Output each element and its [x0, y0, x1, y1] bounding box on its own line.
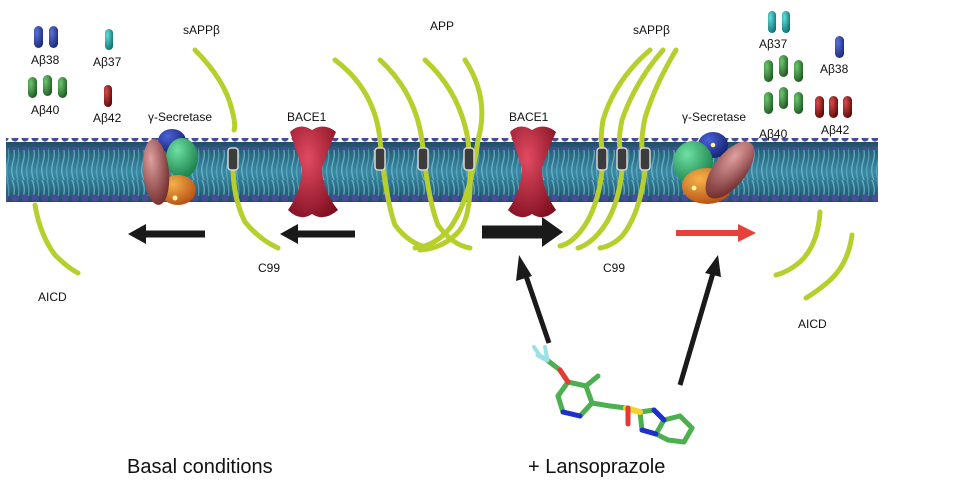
app-strands	[32, 47, 855, 301]
peptide-ab42-right	[815, 96, 852, 118]
bace1-enzyme-right	[508, 126, 556, 218]
label-ab40-right: Aβ40	[759, 127, 788, 141]
label-ab42-left: Aβ42	[93, 111, 122, 125]
label-c99-right: C99	[603, 261, 626, 275]
peptide-ab42-left	[104, 85, 112, 107]
aicd-right-strand-1	[773, 209, 823, 278]
arrow-lansoprazole-gamma	[676, 224, 756, 242]
lansoprazole-molecule	[532, 345, 695, 445]
c99-right-strand-2	[575, 167, 625, 251]
aicd-left-strand	[32, 202, 81, 276]
arrow-drug-to-gamma	[677, 255, 721, 386]
label-aicd-right: AICD	[798, 317, 827, 331]
sappb-right-strand-1	[598, 47, 653, 151]
label-bace1-right: BACE1	[509, 110, 549, 124]
label-ab40-left: Aβ40	[31, 103, 60, 117]
label-ab37-right: Aβ37	[759, 37, 788, 51]
label-app: APP	[430, 19, 455, 33]
label-aicd-left: AICD	[38, 290, 67, 304]
gamma-secretase-right	[673, 132, 755, 204]
peptide-ab37-right	[768, 11, 790, 33]
app-center-strand-1	[332, 57, 433, 251]
caption-lansoprazole: + Lansoprazole	[528, 456, 666, 478]
c99-left-strand	[230, 167, 281, 251]
label-gamma-secretase-right: γ-Secretase	[682, 110, 747, 124]
label-sappb-left: sAPPβ	[183, 23, 220, 37]
sappb-right-strand-3	[639, 47, 679, 151]
label-bace1-left: BACE1	[287, 110, 327, 124]
arrow-lansoprazole-bace	[482, 217, 563, 247]
peptide-ab38-right	[835, 36, 844, 58]
aicd-right-strand-2	[803, 232, 855, 301]
transmembrane-segments	[227, 147, 651, 171]
peptide-ab37-left	[105, 29, 113, 50]
label-ab37-left: Aβ37	[93, 55, 122, 69]
arrow-drug-to-bace	[516, 255, 552, 344]
peptide-ab38-left	[34, 26, 58, 48]
caption-basal-conditions: Basal conditions	[127, 456, 273, 478]
c99-right-strand-1	[557, 167, 605, 249]
peptide-ab40-left	[28, 75, 67, 98]
label-ab38-left: Aβ38	[31, 53, 60, 67]
label-sappb-right: sAPPβ	[633, 23, 670, 37]
arrow-basal-bace	[280, 224, 355, 244]
arrow-basal-gamma	[128, 224, 205, 244]
sappb-right-strand-2	[616, 47, 666, 151]
bace1-enzyme-left	[288, 126, 338, 218]
label-ab38-right: Aβ38	[820, 62, 849, 76]
app-center-strand-4	[412, 57, 485, 251]
label-ab42-right: Aβ42	[821, 123, 850, 137]
label-gamma-secretase-left: γ-Secretase	[148, 110, 213, 124]
gamma-secretase-left	[142, 129, 198, 205]
peptide-ab40-right	[764, 55, 803, 114]
c99-right-strand-3	[597, 167, 648, 251]
label-c99-left: C99	[258, 261, 281, 275]
sappb-left-strand	[192, 47, 238, 133]
